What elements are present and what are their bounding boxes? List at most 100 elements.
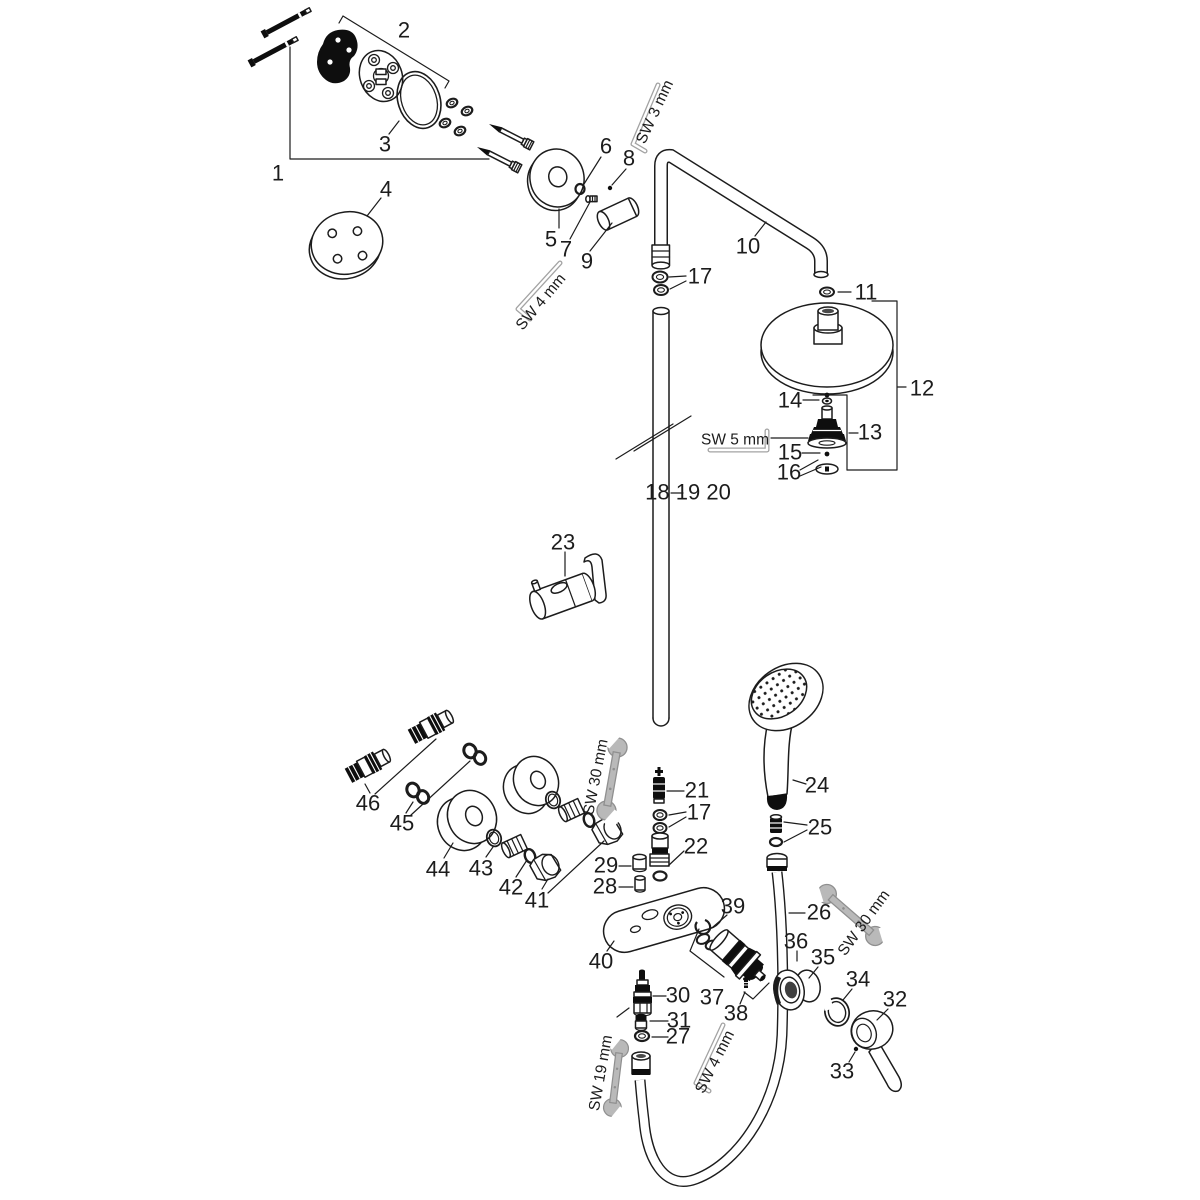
part-thermostat-cartridge-37 (709, 929, 766, 982)
callout-31-label: 31 (667, 1008, 691, 1033)
callout-45-label: 45 (390, 811, 414, 836)
callout-38: 38 (724, 991, 748, 1026)
callout-29-label: 29 (594, 853, 618, 878)
callout-26: 26 (788, 900, 831, 925)
callout-23: 23 (551, 530, 575, 577)
callout-3: 3 (379, 120, 400, 157)
part-sleeve-36-35 (772, 969, 821, 1011)
callout-12: 12 (846, 300, 934, 471)
callout-1-label: 1 (272, 161, 284, 186)
callout-46: 46 (356, 738, 437, 816)
part-rubber-gasket (317, 29, 358, 84)
callout-18-19-20: 18 19 20 (645, 480, 731, 505)
callout-13-label: 13 (858, 420, 882, 445)
part-orings-17-top (651, 270, 669, 296)
callout-10: 10 (736, 221, 767, 259)
callout-46-label: 46 (356, 791, 380, 816)
callout-35-label: 35 (811, 945, 835, 970)
callout-21: 21 (666, 778, 709, 803)
callout-7-label: 7 (560, 237, 572, 262)
part-washer-16 (815, 463, 839, 475)
callout-11: 11 (837, 280, 878, 305)
part-sleeve-28 (634, 875, 646, 893)
sw5-label: SW 5 mm (701, 432, 769, 449)
part-fitting-42a (500, 833, 529, 859)
callout-36: 36 (784, 929, 808, 962)
callout-6-label: 6 (600, 134, 612, 159)
part-cover-plate (308, 210, 384, 280)
callout-28: 28 (593, 874, 634, 899)
callout-37: 37 (689, 928, 770, 1010)
callout-24: 24 (792, 773, 829, 798)
callout-36-label: 36 (784, 929, 808, 954)
callout-43: 43 (469, 846, 494, 881)
part-fixing-screws (477, 124, 535, 174)
callout-40: 40 (589, 940, 615, 974)
callout-25-label: 25 (808, 815, 832, 840)
callout-24-label: 24 (805, 773, 829, 798)
part-screw-15 (824, 451, 830, 457)
part-setscrew-33 (853, 1046, 859, 1052)
part-ring-43 (485, 790, 562, 848)
callout-32: 32 (876, 987, 907, 1021)
part-wall-screws (247, 7, 312, 68)
part-cone-13 (807, 405, 847, 449)
callout-27: 27 (651, 1024, 690, 1049)
part-aerator-31 (634, 1013, 648, 1031)
part-sleeve-29 (632, 853, 647, 873)
callout-18-19-20-label: 18 19 20 (645, 480, 731, 505)
callout-43-label: 43 (469, 856, 493, 881)
part-orings-17-mid (652, 809, 668, 834)
callout-7: 7 (560, 201, 591, 262)
callout-2-label: 2 (398, 18, 410, 43)
callout-45: 45 (390, 760, 471, 836)
part-setscrew-8 (607, 185, 613, 191)
callout-8-label: 8 (623, 146, 635, 171)
callout-30: 30 (652, 983, 690, 1008)
callout-32-label: 32 (883, 987, 907, 1012)
callout-16-label: 16 (777, 460, 801, 485)
part-hand-shower (748, 662, 824, 810)
callout-22: 22 (667, 834, 708, 867)
sw30-right-label: SW 30 mm (835, 887, 894, 959)
callout-29: 29 (594, 853, 632, 878)
part-adapter-46b (407, 709, 455, 744)
callout-3-label: 3 (379, 132, 391, 157)
callout-4-label: 4 (380, 177, 392, 202)
part-valve-body (602, 886, 726, 954)
callout-31: 31 (649, 1008, 691, 1033)
callout-14: 14 (778, 388, 820, 413)
callout-30-label: 30 (666, 983, 690, 1008)
callout-16: 16 (777, 459, 822, 485)
part-escutcheon-44a (436, 789, 498, 852)
part-riser-pipe (615, 306, 692, 727)
callout-37-label: 37 (700, 985, 724, 1010)
part-fitting-42b (557, 797, 586, 823)
part-check-valve-25 (768, 814, 784, 848)
callout-5-label: 5 (545, 227, 557, 252)
callout-39: 39 (712, 894, 745, 928)
callout-9-label: 9 (581, 249, 593, 274)
callout-39-label: 39 (721, 894, 745, 919)
callout-17-mid-label: 17 (687, 800, 711, 825)
callout-44-label: 44 (426, 857, 450, 882)
callout-44: 44 (426, 842, 454, 882)
part-oring-42b (582, 812, 596, 828)
part-oring-27 (633, 1029, 651, 1043)
part-adapter-46a (344, 748, 392, 783)
callout-22-label: 22 (684, 834, 708, 859)
callout-15-label: 15 (778, 440, 802, 465)
callout-1: 1 (272, 46, 490, 186)
part-stop-ring-34 (821, 997, 850, 1027)
callout-41: 41 (525, 840, 605, 913)
callout-41-label: 41 (525, 888, 549, 913)
part-spindle-22 (649, 832, 670, 882)
callout-17-top-label: 17 (688, 264, 712, 289)
part-oring-large (396, 70, 442, 130)
sw5-hex-key (707, 428, 770, 453)
callout-11-label: 11 (855, 280, 878, 305)
part-screw-38 (743, 977, 749, 988)
part-seals-45 (405, 742, 488, 805)
